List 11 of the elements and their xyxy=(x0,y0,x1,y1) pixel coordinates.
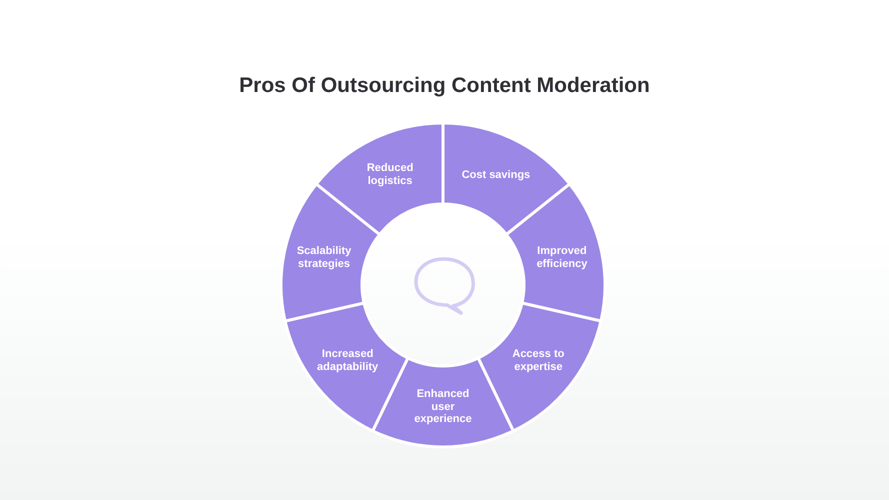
donut-segment xyxy=(284,302,410,432)
segment-label: Increased adaptability xyxy=(316,348,380,374)
segment-label: Enhanced user experience xyxy=(413,388,473,426)
segment-label: Access to expertise xyxy=(511,348,566,374)
donut-segment xyxy=(476,302,602,432)
segment-label: Reduced logistics xyxy=(366,162,414,188)
segment-label: Improved efficiency xyxy=(536,245,588,270)
title: Pros Of Outsourcing Content Moderation xyxy=(238,74,651,98)
donut-segment xyxy=(314,122,444,236)
segment-label: Scalability strategies xyxy=(296,245,352,270)
segment-label: Cost savings xyxy=(462,168,530,182)
